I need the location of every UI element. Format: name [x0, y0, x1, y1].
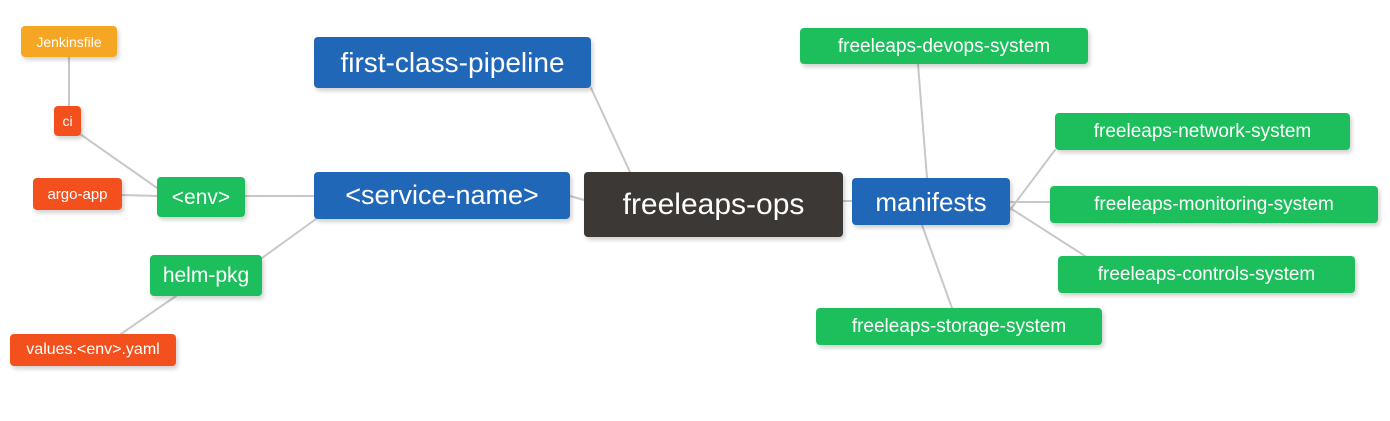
node-label: values.<env>.yaml	[26, 341, 160, 358]
edge-service-name-to-helm-pkg	[261, 218, 317, 259]
edge-manifests-to-network-system	[1009, 149, 1056, 211]
node-controls-system[interactable]: freeleaps-controls-system	[1058, 256, 1355, 293]
node-argo-app[interactable]: argo-app	[33, 178, 122, 210]
edge-manifests-to-storage-system	[921, 224, 953, 309]
node-label: argo-app	[47, 185, 108, 203]
node-label: manifests	[875, 186, 987, 217]
node-monitoring-system[interactable]: freeleaps-monitoring-system	[1050, 186, 1378, 223]
node-label: freeleaps-controls-system	[1097, 264, 1316, 285]
node-label: freeleaps-network-system	[1093, 121, 1312, 142]
node-label: freeleaps-devops-system	[837, 35, 1051, 57]
edge-first-class-pipeline-to-freeleaps-ops	[590, 87, 631, 173]
edge-argo-app-to-env	[121, 194, 158, 197]
node-label: freeleaps-monitoring-system	[1094, 194, 1334, 215]
node-storage-system[interactable]: freeleaps-storage-system	[816, 308, 1102, 345]
node-ci[interactable]: ci	[54, 106, 81, 136]
node-network-system[interactable]: freeleaps-network-system	[1055, 113, 1350, 150]
node-label: helm-pkg	[162, 264, 250, 287]
node-helm-pkg[interactable]: helm-pkg	[150, 255, 262, 296]
node-first-class-pipeline[interactable]: first-class-pipeline	[314, 37, 591, 88]
node-label: <env>	[171, 185, 231, 209]
node-jenkinsfile[interactable]: Jenkinsfile	[21, 26, 117, 57]
node-manifests[interactable]: manifests	[852, 178, 1010, 225]
node-values-yaml[interactable]: values.<env>.yaml	[10, 334, 176, 366]
node-label: Jenkinsfile	[36, 33, 102, 50]
node-devops-system[interactable]: freeleaps-devops-system	[800, 28, 1088, 64]
node-label: freeleaps-ops	[622, 187, 805, 221]
node-label: first-class-pipeline	[340, 46, 565, 78]
node-label: <service-name>	[345, 180, 539, 210]
edge-helm-pkg-to-values-yaml	[117, 295, 177, 337]
node-label: freeleaps-storage-system	[851, 316, 1067, 337]
node-service-name[interactable]: <service-name>	[314, 172, 570, 219]
node-freeleaps-ops[interactable]: freeleaps-ops	[584, 172, 843, 237]
node-env[interactable]: <env>	[157, 177, 245, 217]
edge-service-name-to-freeleaps-ops	[569, 195, 585, 201]
edge-manifests-to-devops-system	[917, 63, 928, 179]
node-label: ci	[62, 113, 73, 129]
